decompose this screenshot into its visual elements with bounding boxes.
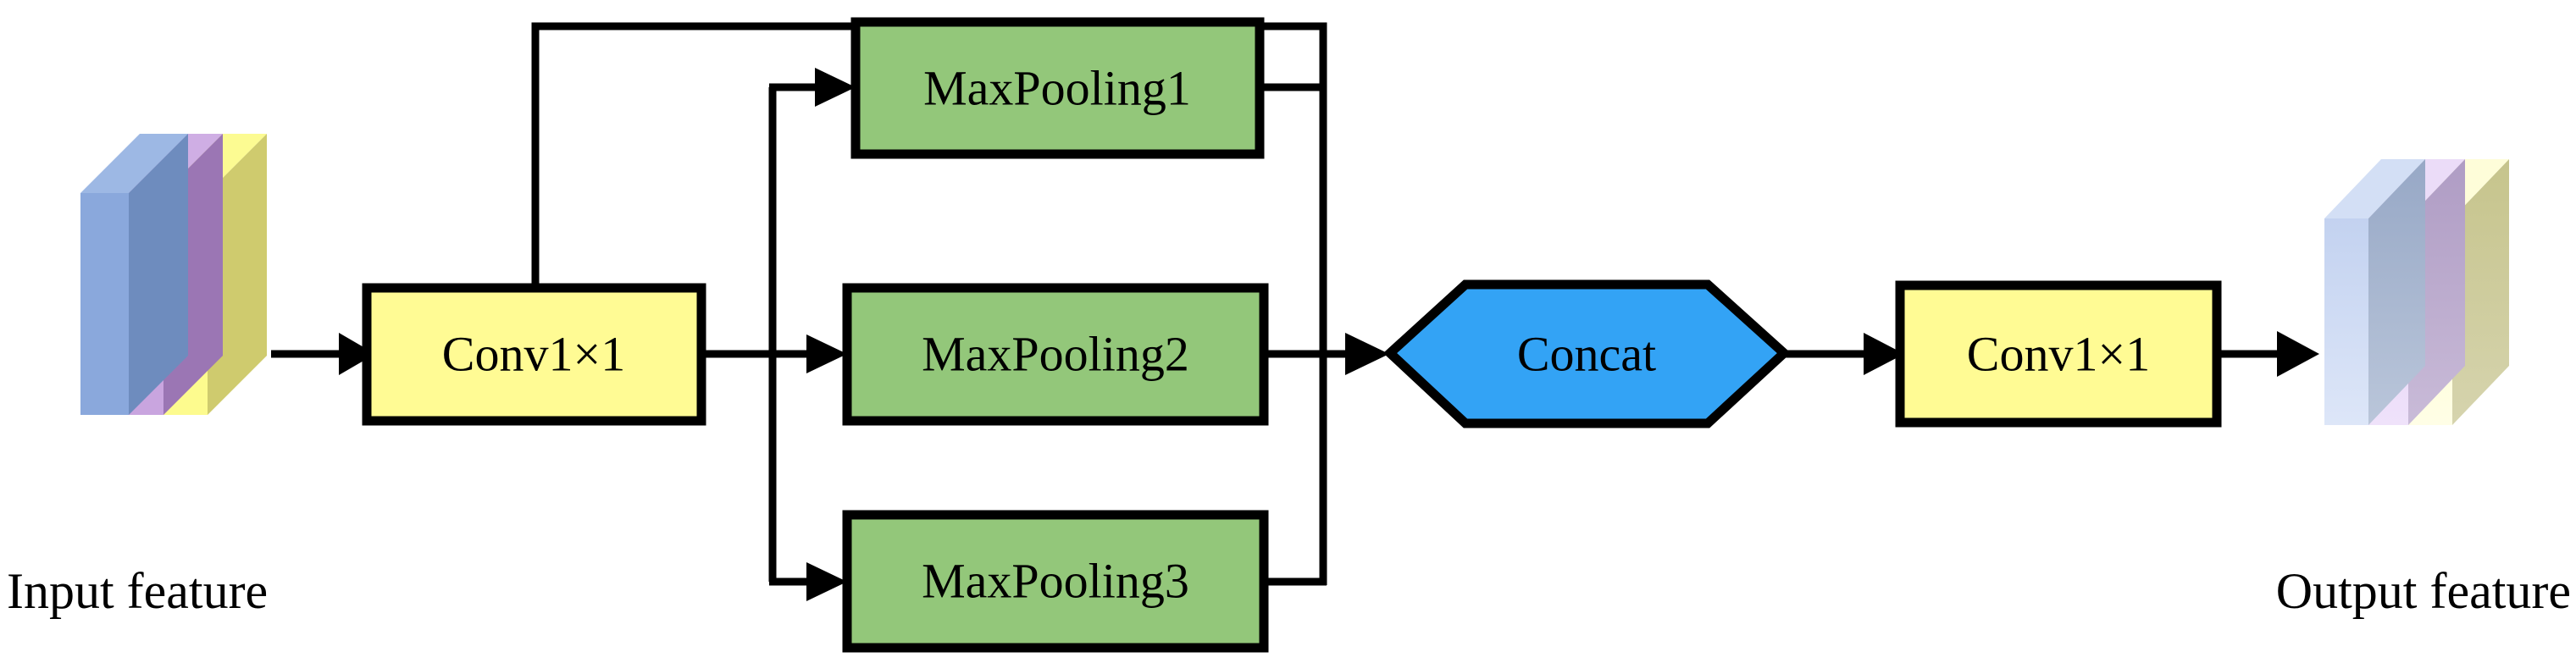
edge-bus-to-maxpool2: [769, 334, 847, 373]
input-feature-caption: Input feature: [7, 563, 268, 619]
node-conv-in[interactable]: Conv1×1: [362, 283, 706, 426]
conv-in-box[interactable]: [362, 283, 706, 426]
input-slab-blue: [80, 134, 188, 415]
node-maxpool1[interactable]: MaxPooling1: [850, 17, 1265, 159]
node-maxpool3[interactable]: MaxPooling3: [842, 510, 1269, 653]
output-feature-caption: Output feature: [2276, 563, 2571, 619]
node-concat[interactable]: Concat: [1382, 279, 1792, 428]
output-slab-blue-side: [2368, 159, 2425, 425]
concat-hexagon[interactable]: [1382, 279, 1792, 428]
edge-conv-out-to-output: [2213, 331, 2319, 377]
edge-collection-bus-to-concat: [1320, 333, 1389, 375]
maxpool2-label: MaxPooling2: [922, 326, 1189, 381]
output-slab-blue-front: [2324, 218, 2368, 425]
edge-bus-to-maxpool1: [769, 68, 856, 107]
node-maxpool2[interactable]: MaxPooling2: [842, 283, 1269, 426]
conv-out-box[interactable]: [1895, 280, 2222, 428]
maxpool3-label: MaxPooling3: [922, 553, 1189, 608]
output-slab-yellow-side: [2452, 159, 2509, 425]
input-feature-stack: [80, 134, 267, 415]
input-slab-blue-top: [80, 134, 188, 193]
maxpool3-box[interactable]: [842, 510, 1269, 653]
maxpool2-box[interactable]: [842, 283, 1269, 426]
input-slab-blue-front: [80, 193, 129, 415]
node-conv-out[interactable]: Conv1×1: [1895, 280, 2222, 428]
conv-in-label: Conv1×1: [442, 326, 625, 381]
maxpool1-box[interactable]: [850, 17, 1265, 159]
concat-label: Concat: [1517, 326, 1656, 381]
edge-bus-to-maxpool3: [769, 562, 847, 601]
edge-concat-to-conv-out: [1784, 333, 1904, 375]
input-slab-blue-side: [129, 134, 188, 415]
edge-input-to-conv-in: [271, 333, 375, 375]
output-feature-stack: [2324, 159, 2509, 425]
output-slab-blue-top: [2324, 159, 2425, 218]
conv-out-label: Conv1×1: [1967, 326, 2150, 381]
output-slab-blue: [2324, 159, 2425, 425]
maxpool1-label: MaxPooling1: [923, 60, 1191, 115]
